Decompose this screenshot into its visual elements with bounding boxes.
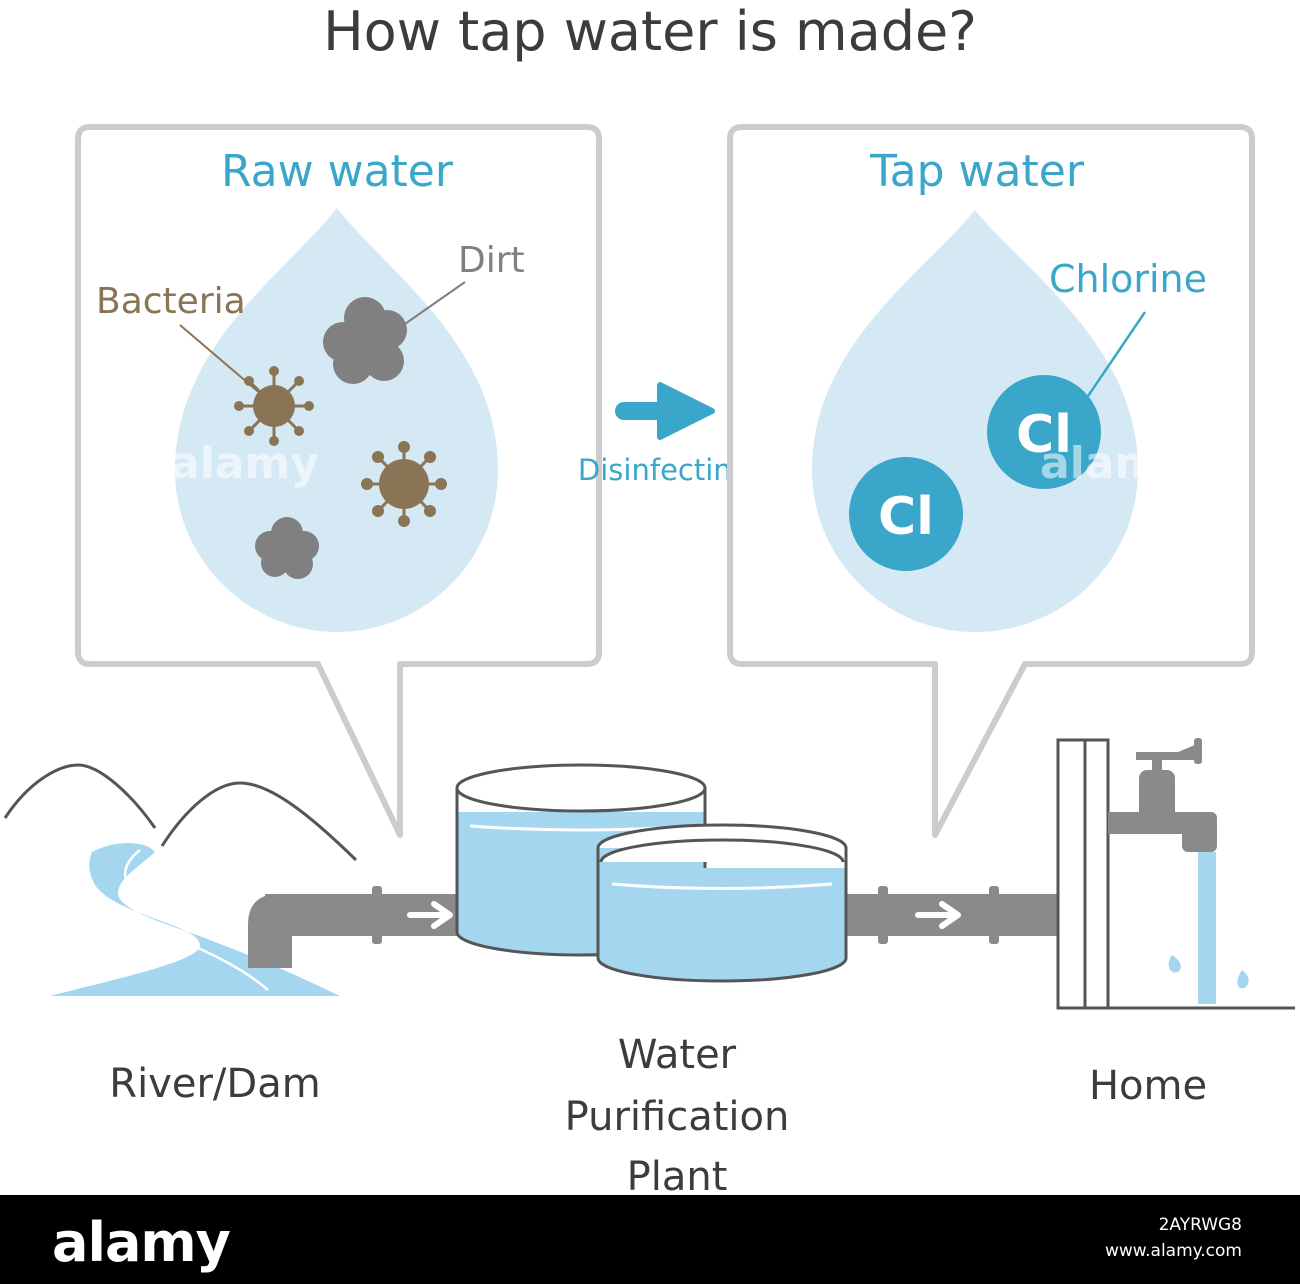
bacteria-icon [234, 366, 314, 446]
house-wall [1056, 738, 1110, 1010]
mountain-outline [160, 781, 358, 862]
dirt-leader-line [401, 281, 466, 327]
dirt-label: Dirt [458, 240, 525, 281]
chlorine-label: Chlorine [1049, 257, 1207, 301]
footer-url: www.alamy.com [1104, 1241, 1242, 1261]
faucet-icon [1108, 738, 1217, 852]
river [50, 843, 340, 996]
dirt-icon [323, 297, 407, 384]
watermark: alamy [170, 438, 319, 489]
purification-tank [596, 823, 848, 983]
watermark: alamy [1040, 438, 1189, 489]
footer-logo: alamy [52, 1211, 231, 1274]
bacteria-icon [361, 441, 447, 527]
bacteria-leader-line [179, 324, 263, 396]
tap-water-heading: Tap water [869, 146, 1085, 197]
plant-label-line1: Water [618, 1032, 737, 1078]
raw-water-drop [175, 208, 498, 632]
river-line [123, 849, 141, 885]
dirt-icon [255, 517, 319, 579]
river-line [179, 938, 269, 991]
tap-water-diagram: How tap water is made? Raw water [3, 0, 1295, 1200]
chlorine-molecule: Cl [849, 457, 963, 571]
faucet-water-stream [1168, 852, 1249, 1004]
chlorine-molecule: Cl [987, 375, 1101, 489]
disinfecting-label: Disinfecting [578, 453, 750, 487]
chlorine-leader-line [1080, 311, 1147, 406]
flow-arrow-icon [407, 901, 453, 929]
chlorine-symbol: Cl [1016, 405, 1072, 465]
chlorine-symbol: Cl [878, 487, 934, 547]
bacteria-label: Bacteria [96, 281, 246, 322]
plant-label-line2: Purification [565, 1094, 790, 1140]
footer-bar: alamy 2AYRWG8 www.alamy.com [0, 1195, 1300, 1284]
mountain-outline [3, 763, 157, 829]
plant-label-line3: Plant [627, 1154, 728, 1195]
image-id: 2AYRWG8 [1158, 1215, 1242, 1235]
page-title: How tap water is made? [323, 0, 977, 63]
flow-arrow-icon [915, 901, 961, 929]
raw-water-heading: Raw water [221, 146, 454, 197]
home-label: Home [1089, 1063, 1207, 1109]
river-dam-label: River/Dam [109, 1061, 320, 1107]
disinfecting-arrow [615, 382, 715, 440]
